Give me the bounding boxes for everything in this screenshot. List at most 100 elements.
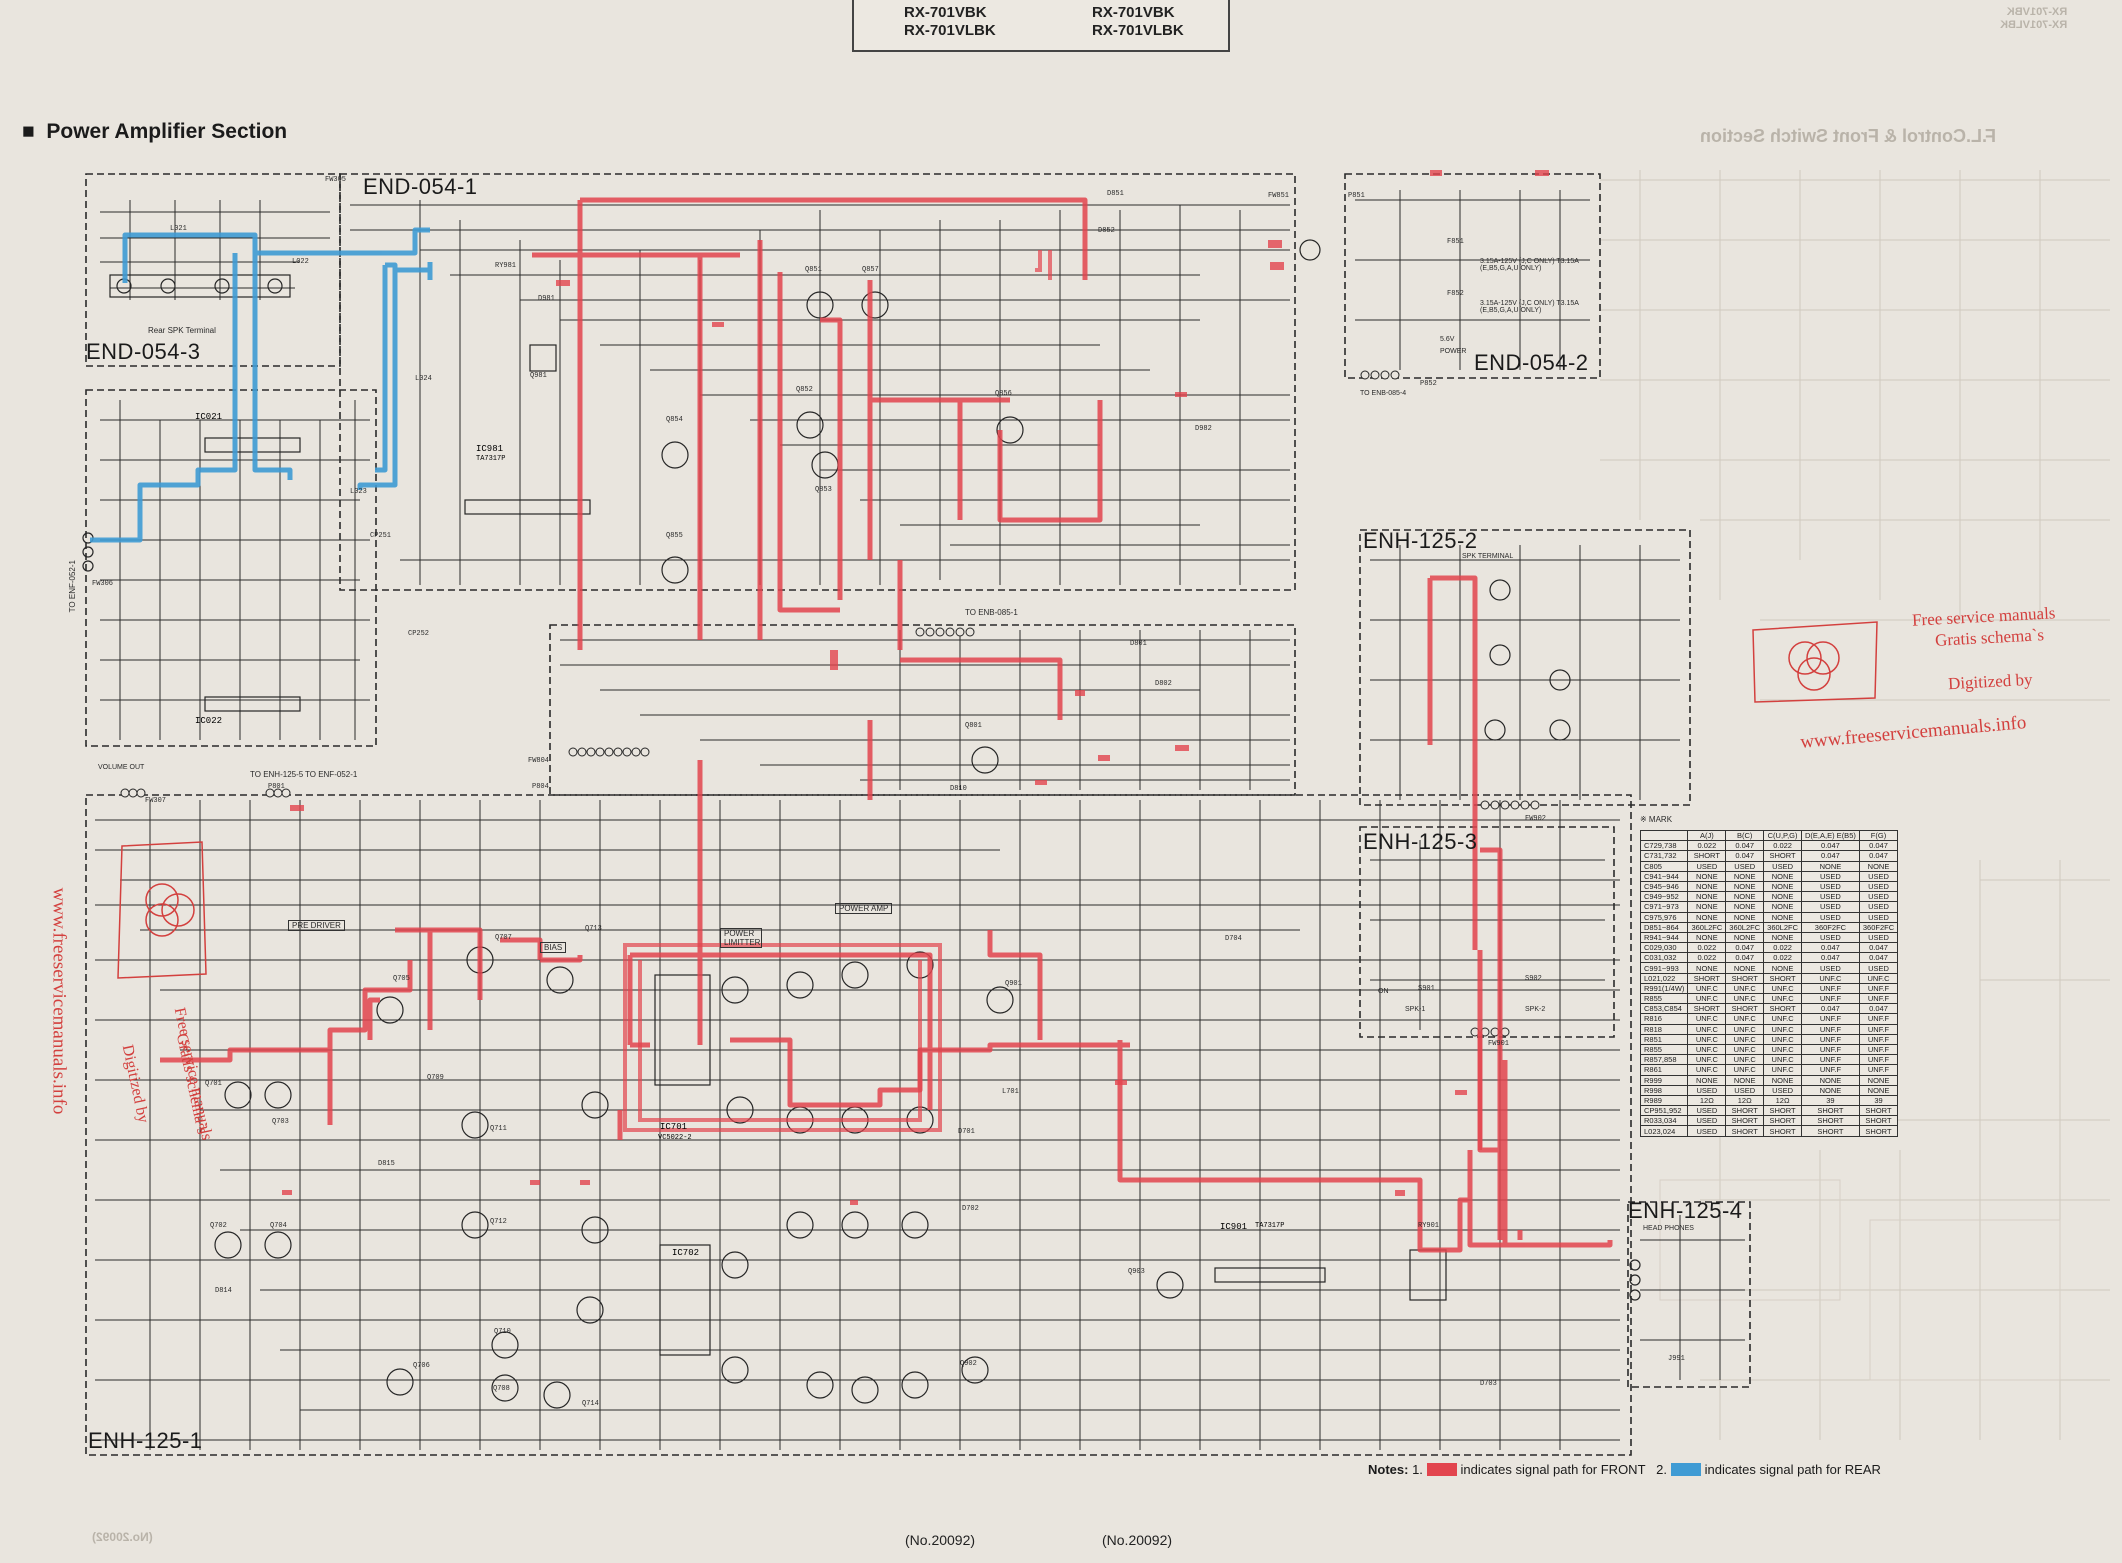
ghost-page-number: (No.20092) [92, 1530, 153, 1544]
mark-table-cell: USED [1801, 870, 1860, 882]
to-enh-125-5-label: TO ENH-125-5 [250, 770, 304, 779]
mark-table-cell: USED [1801, 891, 1860, 903]
mark-table-cell: NONE [1858, 1084, 1899, 1096]
mark-table-cell: SHORT [1801, 1105, 1860, 1117]
mark-table-cell: UNF.C [1763, 1064, 1803, 1076]
mark-table-cell: NONE [1687, 870, 1727, 882]
ic-label: IC701 [660, 1122, 688, 1132]
mark-table-cell: NONE [1801, 860, 1860, 872]
block-outlines [85, 173, 1751, 1456]
misc-label: CP251 [370, 532, 392, 540]
power-section-highlights [623, 250, 1482, 1150]
mark-table-cell: UNF.C [1725, 1043, 1765, 1056]
spk-1-label: SPK-1 [1405, 1006, 1426, 1013]
mark-table-cell: UNF.C [1725, 1033, 1765, 1045]
mark-table-cell: NONE [1687, 911, 1727, 923]
mark-header: D(E,A,E) E(B5) [1801, 829, 1860, 842]
connector-label: P804 [532, 783, 549, 791]
mark-table-cell: USED [1687, 1125, 1727, 1137]
block-end-054-1 [339, 173, 1296, 591]
mark-table-cell: USED [1858, 880, 1899, 893]
mark-table-cell: R999 [1639, 1074, 1689, 1086]
mark-table-cell: R941~944 [1639, 931, 1689, 944]
mark-table-cell: NONE [1687, 880, 1727, 893]
mark-table-cell: R857,858 [1639, 1054, 1689, 1066]
mark-table-cell: L023,024 [1639, 1125, 1689, 1137]
fuse-label: F851 [1447, 238, 1464, 246]
component-label: Q702 [210, 1222, 227, 1230]
mark-table-cell: SHORT [1725, 1003, 1765, 1015]
component-label: Q856 [995, 390, 1012, 398]
watermark-logo-left [117, 841, 207, 979]
label-enh-125-1: ENH-125-1 [88, 1428, 203, 1453]
mark-table-cell: NONE [1725, 911, 1765, 923]
mark-table-cell: R818 [1639, 1023, 1689, 1035]
mark-table-cell: UNF.C [1725, 1023, 1765, 1035]
mark-table-cell: UNF.C [1687, 1013, 1727, 1025]
component-label: Q701 [205, 1080, 222, 1088]
section-heading: ■ Power Amplifier Section [22, 120, 288, 143]
front-path-swatch [1426, 1463, 1457, 1476]
mark-table-cell: UNF.F [1801, 982, 1860, 995]
misc-label: CP252 [408, 630, 430, 638]
mark-header: F(G) [1858, 829, 1899, 842]
mark-table-cell: UNF.C [1763, 982, 1803, 995]
mark-table-cell: C029,030 [1639, 942, 1689, 954]
mark-table-cell: 360L2FC [1725, 921, 1765, 933]
mark-table-cell: 12Ω [1687, 1094, 1727, 1107]
component-label: Q707 [495, 934, 512, 942]
mark-table-cell: 0.047 [1858, 1003, 1899, 1015]
mark-table-cell: 0.047 [1801, 952, 1860, 964]
ry981-body [529, 344, 557, 372]
to-enf-052-1-label: TO ENF-052-1 [68, 560, 77, 613]
label-end-054-2: END-054-2 [1474, 350, 1589, 375]
diode-label: D704 [1225, 935, 1242, 943]
mark-table-cell: NONE [1687, 1074, 1727, 1086]
diode-label: D815 [378, 1160, 395, 1168]
connector-label: J991 [1668, 1355, 1685, 1363]
rear-spk-terminal-label: Rear SPK Terminal [148, 326, 216, 335]
relay-label: RY901 [1418, 1222, 1440, 1230]
mark-table-cell: SHORT [1763, 1105, 1803, 1117]
model-1: RX-701VBK [904, 4, 987, 21]
component-label: Q709 [427, 1074, 444, 1082]
mark-table-cell: SHORT [1725, 972, 1765, 984]
mark-table-cell: UNF.C [1858, 972, 1899, 984]
mark-table-cell: D851~864 [1639, 921, 1689, 933]
mark-table-cell: NONE [1725, 870, 1765, 882]
mark-table-cell: NONE [1763, 931, 1803, 944]
mark-table-cell: SHORT [1687, 850, 1727, 862]
mark-table-cell: SHORT [1801, 1115, 1860, 1127]
component-label: Q710 [494, 1328, 511, 1336]
mark-table-header: A(J) B(C) C(U,P,G) D(E,A,E) E(B5) F(G) [1639, 829, 1899, 842]
mark-table-cell: SHORT [1725, 1125, 1765, 1137]
mark-table-cell: UNF.C [1725, 982, 1765, 995]
misc-label: L021 [170, 225, 187, 233]
block-ic021-area [85, 389, 377, 747]
model-4: RX-701VLBK [1092, 22, 1184, 39]
misc-label: L022 [292, 258, 309, 266]
connector-label: P801 [268, 783, 285, 791]
switch-label: S901 [1418, 985, 1435, 993]
component-label: Q703 [272, 1118, 289, 1126]
mark-table-cell: UNF.C [1725, 992, 1765, 1005]
diode-label: D981 [538, 295, 555, 303]
connector-label: FW306 [92, 580, 114, 588]
mark-table-cell: SHORT [1801, 1125, 1860, 1137]
label-enh-125-2: ENH-125-2 [1363, 528, 1478, 553]
ic-label: IC901 [1220, 1222, 1248, 1232]
mark-table: A(J) B(C) C(U,P,G) D(E,A,E) E(B5) F(G) C… [1639, 829, 1899, 1137]
rear-path-swatch [1670, 1463, 1701, 1476]
mark-table-cell: UNF.C [1687, 992, 1727, 1005]
